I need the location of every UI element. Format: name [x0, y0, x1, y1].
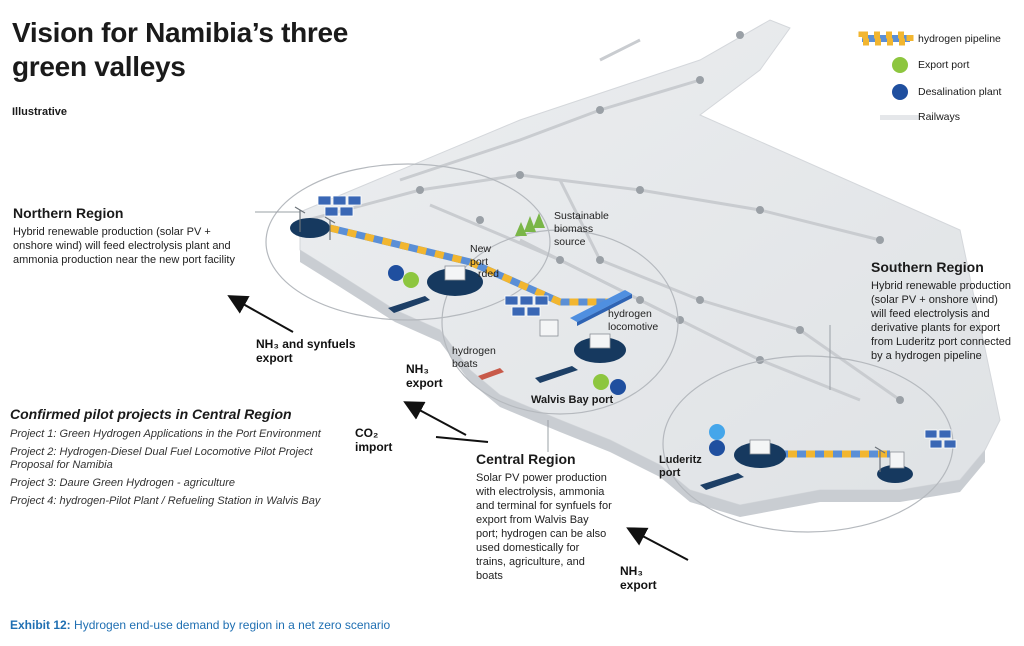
northern-region-title: Northern Region [13, 205, 124, 221]
central-region-text: Solar PV power production with electroly… [476, 472, 612, 582]
page-title: Vision for Namibia’s three green valleys [12, 17, 349, 82]
legend-export-port-label: Export port [918, 59, 970, 71]
northern-export-label: NH₃ and synfuels export [256, 337, 356, 365]
northern-region-text: Hybrid renewable production (solar PV + … [13, 226, 235, 266]
legend-desalination-label: Desalination plant [918, 86, 1002, 98]
co2-import-label: CO₂ import [355, 426, 393, 454]
pilot-project-item: Project 1: Green Hydrogen Applications i… [10, 428, 321, 440]
port-markers [388, 265, 725, 456]
ships [388, 296, 744, 490]
legend-railways-label: Railways [918, 111, 961, 123]
hydrogen-locomotive [570, 290, 632, 326]
plant-platforms [290, 218, 913, 483]
wind-turbines [294, 206, 886, 472]
luderitz-label: Luderitz port [659, 454, 702, 479]
pilot-projects-list: Project 1: Green Hydrogen Applications i… [10, 428, 340, 513]
southern-region-title: Southern Region [871, 259, 984, 275]
legend-symbols [858, 31, 920, 120]
solar-panel-arrays [317, 195, 957, 449]
railway-stations [416, 31, 904, 404]
pilot-projects-heading: Confirmed pilot projects in Central Regi… [10, 406, 292, 422]
legend-pipeline-label: hydrogen pipeline [918, 33, 1001, 45]
southern-region-text: Hybrid renewable production (solar PV + … [871, 280, 1012, 362]
pilot-project-item: Project 3: Daure Green Hydrogen - agricu… [10, 477, 235, 489]
exhibit-caption: Exhibit 12: Hydrogen end-use demand by r… [10, 618, 390, 632]
biomass-label: Sustainable biomass source [554, 210, 609, 248]
hydrogen-locomotive-label: hydrogen locomotive [608, 308, 659, 333]
pilot-project-item: Project 2: Hydrogen-Diesel Dual Fuel Loc… [10, 446, 313, 471]
central-region-title: Central Region [476, 451, 576, 467]
legend-pipeline: hydrogen pipeline [918, 33, 1001, 45]
walvis-bay-label: Walvis Bay port [531, 394, 614, 406]
biomass-trees [515, 213, 545, 236]
legend-desalination: Desalination plant [918, 86, 1001, 98]
exhibit-caption-label: Exhibit 12: [10, 618, 71, 632]
exhibit-caption-text: Hydrogen end-use demand by region in a n… [74, 618, 391, 632]
nh3-export-south-label: NH₃ export [620, 564, 657, 592]
new-port-cut-label: rded [478, 268, 500, 280]
hydrogen-boats-label: hydrogen boats [452, 345, 496, 370]
pilot-project-item: Project 4: hydrogen-Pilot Plant / Refuel… [10, 495, 321, 507]
legend-railways: Railways [918, 111, 960, 123]
new-port-label: New port [470, 243, 492, 268]
legend-export-port: Export port [918, 59, 969, 71]
leader-lines [255, 211, 831, 452]
hydrogen-pipeline [329, 224, 890, 458]
nh3-export-central-label: NH₃ export [406, 362, 443, 390]
export-arrows [227, 295, 689, 561]
subtitle: Illustrative [12, 106, 68, 118]
